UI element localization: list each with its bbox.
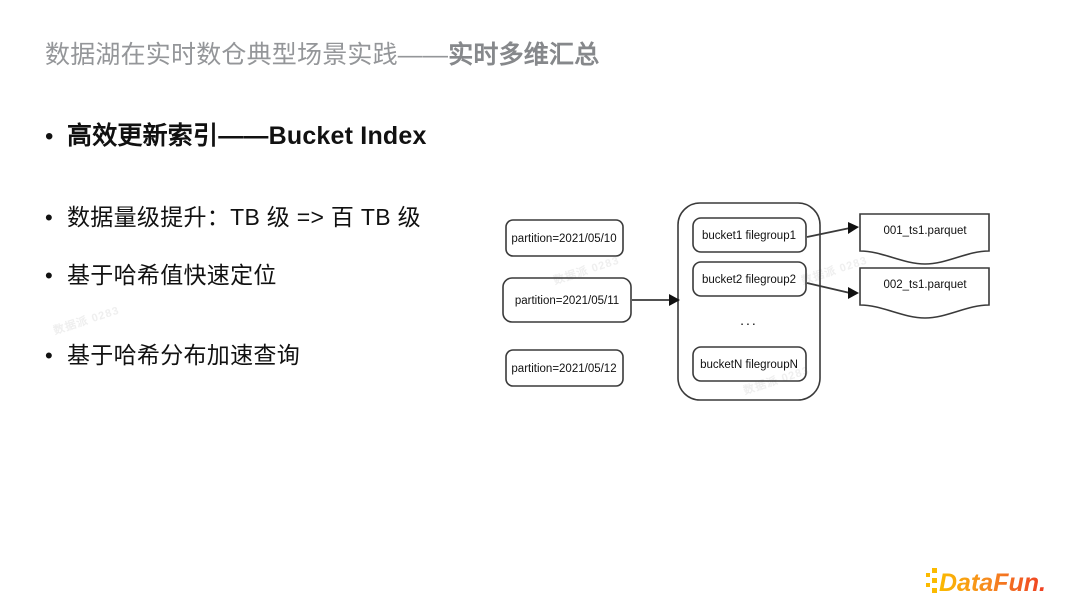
- bullet-sub-3-label: 基于哈希分布加速查询: [67, 342, 300, 368]
- arrow-bucket1-to-file1: [806, 227, 851, 238]
- bullet-marker-icon: [45, 265, 67, 287]
- bullet-marker-icon: [45, 345, 67, 367]
- bullet-sub-1: 数据量级提升：TB 级 => 百 TB 级: [45, 198, 421, 232]
- bullet-marker-icon: [45, 125, 67, 149]
- watermark: 数据派 0283: [52, 304, 122, 338]
- bucket-index-diagram: partition=2021/05/10 partition=2021/05/1…: [495, 190, 1040, 420]
- bucket-box-2: [692, 261, 807, 297]
- logo-dots-icon: [926, 568, 937, 593]
- arrowhead-icon: [848, 287, 859, 299]
- bullet-marker-icon: [45, 207, 67, 229]
- bullet-sub-2-label: 基于哈希值快速定位: [67, 262, 277, 288]
- partition-box-2: [502, 277, 632, 323]
- page-title: 数据湖在实时数仓典型场景实践——实时多维汇总: [45, 38, 599, 72]
- bucket-box-1: [692, 217, 807, 253]
- bullet-main-label: 高效更新索引——Bucket Index: [67, 122, 427, 150]
- partition-label-1: partition=2021/05/10: [511, 233, 616, 245]
- parquet-file-label-2: 002_ts1.parquet: [883, 279, 967, 291]
- page-title-lead: 数据湖在实时数仓典型场景实践——: [45, 41, 449, 69]
- page-title-emphasis: 实时多维汇总: [448, 41, 600, 69]
- parquet-doc-2: [859, 267, 990, 319]
- arrow-bucket2-to-file2: [806, 282, 851, 294]
- arrowhead-icon: [848, 222, 859, 234]
- datafun-logo: DataFun.: [925, 565, 1065, 599]
- partition-label-2: partition=2021/05/11: [515, 295, 619, 307]
- bucket-label-3: bucketN filegroupN: [700, 359, 798, 371]
- partition-box-3: [505, 349, 624, 387]
- arrowhead-icon: [669, 294, 680, 306]
- parquet-file-label-1: 001_ts1.parquet: [883, 225, 967, 237]
- bullet-main: 高效更新索引——Bucket Index: [45, 116, 427, 152]
- bullet-sub-2: 基于哈希值快速定位: [45, 256, 277, 290]
- bucket-box-3: [692, 346, 807, 382]
- bucket-container: [677, 202, 821, 401]
- logo-wordmark: DataFun.: [939, 569, 1046, 597]
- bullet-sub-1-label: 数据量级提升：TB 级 => 百 TB 级: [67, 204, 421, 230]
- bucket-label-2: bucket2 filegroup2: [702, 274, 796, 286]
- bucket-label-1: bucket1 filegroup1: [702, 230, 796, 242]
- partition-box-1: [505, 219, 624, 257]
- bullet-sub-3: 基于哈希分布加速查询: [45, 336, 300, 370]
- parquet-doc-1: [859, 213, 990, 265]
- partition-label-3: partition=2021/05/12: [511, 363, 616, 375]
- bucket-ellipsis: ...: [740, 312, 758, 328]
